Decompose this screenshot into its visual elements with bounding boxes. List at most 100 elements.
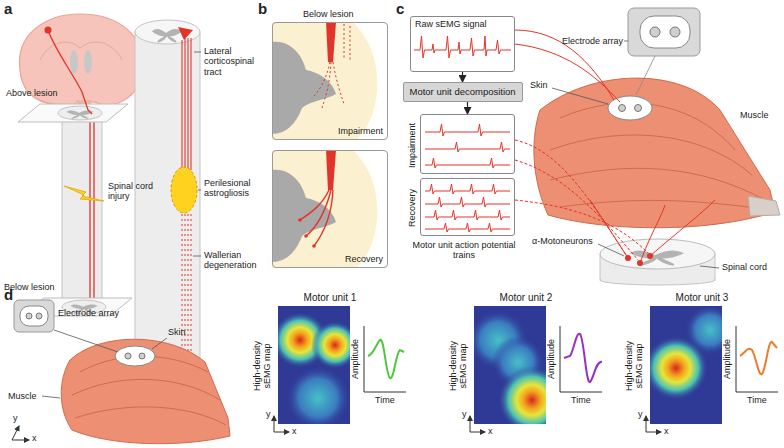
flow-arrow: [467, 102, 468, 114]
leader-lines: [552, 88, 608, 104]
emg-traces: [425, 158, 510, 168]
spinal-cord-segment: [182, 38, 191, 170]
nerve-lines: [515, 160, 638, 260]
muscle-drawing: [534, 78, 780, 228]
electrode-array-icon: [628, 8, 700, 95]
box-label: Raw sEMG signal: [415, 19, 487, 29]
cord-section-recovery: [326, 150, 336, 190]
emg-traces: [425, 223, 510, 232]
leader-lines: [700, 266, 719, 268]
map-axes: [646, 432, 661, 433]
spinal-cord-drawing: [600, 239, 715, 285]
muscle-drawing-small: [12, 426, 29, 440]
unit-title: Motor unit 1: [270, 292, 390, 304]
panel-box: Below lesionImpairment: [272, 22, 388, 140]
muscle-drawing: [550, 103, 770, 210]
muscle-drawing-small: [72, 379, 220, 400]
cord-section-impairment: [272, 22, 377, 140]
cord-section-recovery: [300, 190, 329, 220]
annotation-label: Electrode array: [58, 308, 119, 318]
cord-section-impairment: [312, 24, 350, 108]
annotation-label: Motor unit action potential trains: [412, 240, 516, 261]
annotation-label: α-Motoneurons: [532, 236, 593, 246]
heatmap-1: [311, 321, 350, 369]
cord-section-recovery: [306, 190, 331, 236]
cord-section-recovery: [272, 170, 336, 262]
waveform-2: [564, 334, 602, 382]
map-axes: [274, 416, 275, 432]
leader-lines: [552, 41, 719, 268]
panel-box: Raw sEMG signal: [410, 16, 515, 72]
emg-traces: [425, 142, 510, 152]
cord-section-impairment: [312, 62, 330, 98]
muscle-drawing: [748, 196, 780, 216]
electrode-array-icon: [628, 8, 700, 56]
small-spinal-cord: [48, 30, 92, 114]
spinal-cord-segment: [193, 52, 201, 256]
panel-box: Recovery: [420, 178, 515, 236]
muscle-drawing-small: [72, 356, 226, 425]
muscle-drawing-small: [42, 396, 60, 398]
annotation-label: Perilesional astrogliosis: [204, 178, 270, 199]
spinal-cord-drawing: [600, 239, 715, 269]
annotation-label: Muscle: [8, 391, 37, 401]
emg-traces: [425, 210, 510, 220]
heatmap-2: [498, 366, 546, 424]
muscle-drawing-small: [75, 407, 226, 425]
cord-section-recovery: [298, 218, 302, 222]
muscle-drawing: [619, 105, 626, 112]
spinal-cord-segment: [184, 38, 185, 168]
annotation-label: Spinal cord: [722, 262, 767, 272]
panel-box: Recovery: [272, 150, 388, 268]
axis-label: High-density sEMG map: [624, 330, 645, 402]
waveform-axes: [736, 326, 778, 392]
box-label: Below lesion: [303, 9, 354, 19]
muscle-drawing-small: [115, 346, 155, 366]
axis-label: Amplitude: [350, 339, 360, 379]
waveform-1: [368, 340, 404, 378]
cord-section-recovery: [314, 190, 333, 246]
small-spinal-cord: [93, 114, 94, 300]
small-spinal-cord: [62, 112, 102, 302]
small-spinal-cord: [18, 104, 128, 122]
panel-letter: a: [4, 0, 12, 17]
cord-section-impairment: [322, 62, 331, 108]
map-axes: [646, 416, 647, 432]
cord-section-impairment: [344, 24, 345, 60]
spinal-cord-segment: [171, 167, 197, 213]
nerve-lines: [515, 200, 648, 253]
electrode-array-icon: [670, 27, 680, 37]
nerve-lines: [515, 140, 626, 255]
muscle-drawing-small: [26, 313, 32, 319]
spinal-cord-drawing: [630, 250, 684, 265]
annotation-label: Skin: [168, 327, 186, 337]
annotation-label: Wallerian degeneration: [204, 250, 270, 271]
leader-lines: [598, 244, 624, 256]
heatmap-3: [650, 306, 722, 424]
muscle-drawing: [534, 78, 775, 228]
cord-section-impairment: [272, 22, 377, 140]
muscle-drawing-small: [125, 353, 131, 359]
spinal-cord-drawing: [601, 270, 714, 280]
muscle-drawing-small: [12, 300, 230, 444]
spinal-cord-segment: [187, 38, 188, 168]
annotation-label: x: [32, 433, 37, 443]
annotation-label: Spinal cord injury: [108, 181, 156, 202]
cord-section-impairment: [350, 26, 351, 62]
cord-section-impairment: [333, 62, 344, 104]
annotation-label: Muscle: [740, 110, 769, 120]
muscle-drawing-small: [54, 330, 118, 352]
spinal-cord-segment: [193, 256, 201, 257]
muscle-drawing-small: [139, 353, 145, 359]
panel-letter: b: [258, 0, 267, 17]
muscle-drawing-small: [12, 440, 29, 441]
muscle-drawing-small: [42, 330, 167, 398]
muscle-drawing-small: [12, 426, 19, 440]
annotation-label: Time: [571, 395, 591, 405]
brain-drawing: [70, 50, 78, 74]
spinal-cord-segment: [135, 20, 200, 44]
brain-drawing: [40, 42, 122, 60]
